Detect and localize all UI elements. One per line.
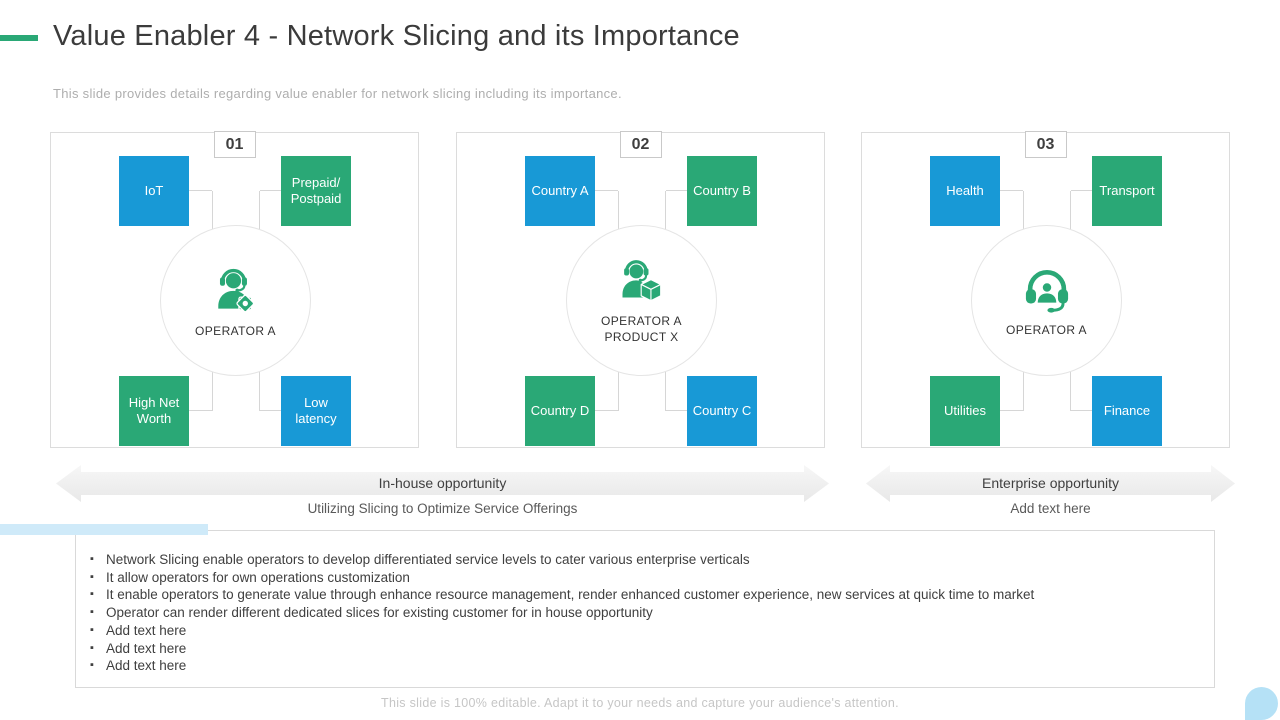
panel-number-badge: 01 xyxy=(213,131,256,158)
connector-line xyxy=(595,410,618,411)
diagram-panel-03: 03 Health Transport Utilities Finance OP… xyxy=(861,131,1230,448)
operator-gear-icon xyxy=(217,268,254,313)
operator-headset-icon xyxy=(1025,269,1068,313)
connector-line xyxy=(189,190,212,191)
bullet-item: It allow operators for own operations cu… xyxy=(76,569,1194,587)
banner-enterprise-opportunity[interactable]: Enterprise opportunity xyxy=(866,465,1235,502)
diagram-panel-02: 02 Country A Country B Country D Country… xyxy=(456,131,825,448)
connector-line xyxy=(1000,410,1023,411)
node-box-country-a[interactable]: Country A xyxy=(525,156,595,226)
footer-note: This slide is 100% editable. Adapt it to… xyxy=(381,696,899,710)
slide-subtitle: This slide provides details regarding va… xyxy=(53,86,622,101)
node-box-prepaid-postpaid[interactable]: Prepaid/ Postpaid xyxy=(281,156,351,226)
connector-line xyxy=(595,190,618,191)
page-title: Value Enabler 4 - Network Slicing and it… xyxy=(53,20,740,52)
banner-in-house-opportunity[interactable]: In-house opportunity xyxy=(56,465,829,502)
connector-line xyxy=(1000,190,1023,191)
panel-number-badge: 02 xyxy=(619,131,662,158)
operator-label: OPERATOR A xyxy=(1006,322,1087,337)
connector-line xyxy=(666,190,688,191)
bullet-item[interactable]: Add text here xyxy=(76,657,1194,675)
connector-line xyxy=(260,410,282,411)
operator-hub-circle[interactable]: OPERATOR A xyxy=(971,225,1122,376)
node-box-health[interactable]: Health xyxy=(930,156,1000,226)
operator-hub-circle[interactable]: OPERATOR A xyxy=(160,225,311,376)
banner-caption-right[interactable]: Add text here xyxy=(1010,501,1091,516)
node-box-utilities[interactable]: Utilities xyxy=(930,376,1000,446)
node-box-finance[interactable]: Finance xyxy=(1092,376,1162,446)
node-box-country-d[interactable]: Country D xyxy=(525,376,595,446)
node-box-country-c[interactable]: Country C xyxy=(687,376,757,446)
node-box-country-b[interactable]: Country B xyxy=(687,156,757,226)
node-box-high-net-worth[interactable]: High Net Worth xyxy=(119,376,189,446)
notes-text-box[interactable]: Network Slicing enable operators to deve… xyxy=(75,530,1215,688)
node-box-low-latency[interactable]: Low latency xyxy=(281,376,351,446)
operator-hub-circle[interactable]: OPERATOR A PRODUCT X xyxy=(566,225,717,376)
bullet-item[interactable]: Add text here xyxy=(76,640,1194,658)
connector-line xyxy=(1071,190,1093,191)
node-box-transport[interactable]: Transport xyxy=(1092,156,1162,226)
decorative-blue-bar xyxy=(0,524,208,535)
connector-line xyxy=(666,410,688,411)
operator-label: OPERATOR A PRODUCT X xyxy=(601,313,682,344)
connector-line xyxy=(1071,410,1093,411)
connector-line xyxy=(189,410,212,411)
bullet-item: Network Slicing enable operators to deve… xyxy=(76,551,1194,569)
node-box-iot[interactable]: IoT xyxy=(119,156,189,226)
panel-number-badge: 03 xyxy=(1024,131,1067,158)
diagram-panel-01: 01 IoT Prepaid/ Postpaid High Net Worth … xyxy=(50,131,419,448)
corner-bubble-decoration xyxy=(1245,687,1278,720)
operator-product-icon xyxy=(622,259,661,302)
operator-label: OPERATOR A xyxy=(195,323,276,338)
accent-dash xyxy=(0,35,38,41)
banner-caption-left[interactable]: Utilizing Slicing to Optimize Service Of… xyxy=(307,501,578,516)
bullet-list: Network Slicing enable operators to deve… xyxy=(76,551,1194,675)
bullet-item[interactable]: Add text here xyxy=(76,622,1194,640)
connector-line xyxy=(260,190,282,191)
bullet-item: It enable operators to generate value th… xyxy=(76,586,1194,604)
bullet-item: Operator can render different dedicated … xyxy=(76,604,1194,622)
